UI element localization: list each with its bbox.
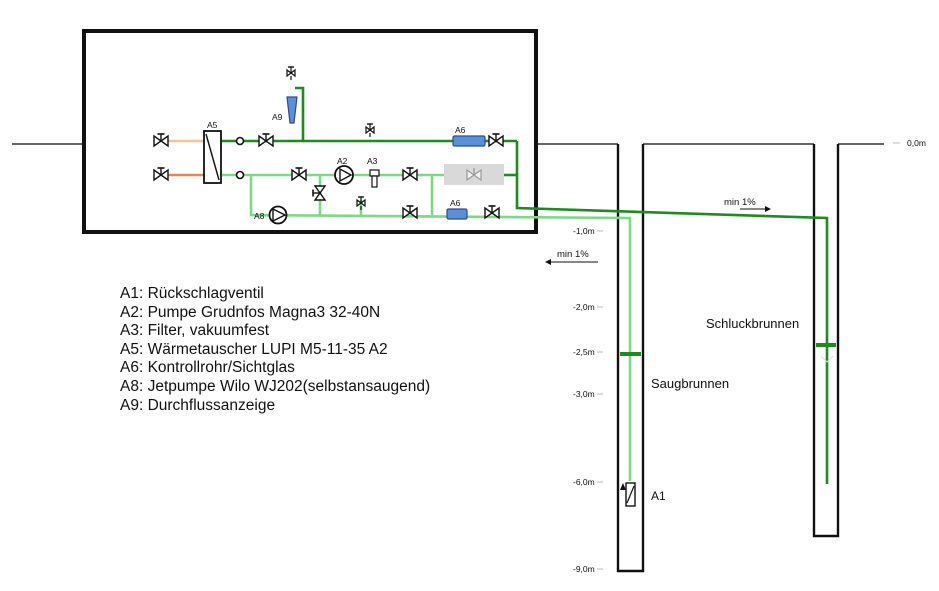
depth-label-2-5: -2,5m xyxy=(573,347,595,357)
flow-indicator-a9 xyxy=(286,96,298,124)
label-suction-well: Saugbrunnen xyxy=(651,376,729,391)
valve-supply-2 xyxy=(402,167,418,181)
well-injection xyxy=(812,144,840,538)
pump-a2 xyxy=(334,165,354,185)
building-box xyxy=(82,29,538,234)
label-a3: A3 xyxy=(367,156,378,166)
slope-label-right: min 1% xyxy=(724,197,756,208)
label-a2: A2 xyxy=(337,156,348,166)
depth-label-0: 0,0m xyxy=(907,138,926,148)
valve-return-1 xyxy=(258,133,274,147)
legend-item: A6: Kontrollrohr/Sichtglas xyxy=(120,359,295,377)
depth-label-6: -6,0m xyxy=(573,477,595,487)
heat-exchanger-a5 xyxy=(203,130,222,184)
depth-label-9: -9,0m xyxy=(573,564,595,574)
sight-glass-a6-top xyxy=(452,135,486,147)
label-a8: A8 xyxy=(254,211,265,221)
slope-arrow-left xyxy=(545,259,598,265)
valve-return-2 xyxy=(488,133,504,147)
vent-valve-top xyxy=(365,123,375,138)
water-level-tick xyxy=(820,355,834,363)
depth-ticks xyxy=(597,142,900,570)
filter-a3 xyxy=(369,169,380,188)
label-a9: A9 xyxy=(272,112,283,122)
jet-pump-a8 xyxy=(268,205,288,225)
label-a5: A5 xyxy=(207,120,218,130)
legend-item: A8: Jetpumpe Wilo WJ202(selbstansaugend) xyxy=(120,377,431,395)
depth-label-3: -3,0m xyxy=(573,389,595,399)
label-a6-bottom: A6 xyxy=(450,198,461,208)
valve-hx-out xyxy=(153,167,169,181)
check-valve-a1 xyxy=(620,482,636,507)
legend-item: A9: Durchflussanzeige xyxy=(120,396,276,414)
legend: A1: Rückschlagventil A2: Pumpe Grudnfos … xyxy=(120,285,430,415)
sight-glass-a6-bottom xyxy=(446,208,468,220)
valve-hx-in xyxy=(153,133,169,147)
slope-label-left: min 1% xyxy=(557,249,589,260)
valve-bypass xyxy=(312,185,326,201)
depth-label-1: -1,0m xyxy=(573,226,595,236)
depth-label-2: -2,0m xyxy=(573,302,595,312)
legend-item: A5: Wärmetauscher LUPI M5-11-35 A2 xyxy=(120,340,388,358)
port-top xyxy=(235,136,245,146)
label-a1: A1 xyxy=(651,489,666,503)
valve-supply-1 xyxy=(291,167,307,181)
label-a6-top: A6 xyxy=(455,125,466,135)
legend-item: A2: Pumpe Grudnfos Magna3 32-40N xyxy=(120,303,381,321)
slope-arrow-right xyxy=(740,206,771,212)
port-bottom xyxy=(235,170,245,180)
vent-valve-a9 xyxy=(286,66,296,81)
well-suction xyxy=(616,144,645,573)
legend-item: A3: Filter, vakuumfest xyxy=(120,322,270,340)
label-injection-well: Schluckbrunnen xyxy=(706,316,799,331)
vent-valve-bottom xyxy=(356,196,366,211)
disabled-valve xyxy=(444,164,504,185)
legend-item: A1: Rückschlagventil xyxy=(120,285,264,302)
